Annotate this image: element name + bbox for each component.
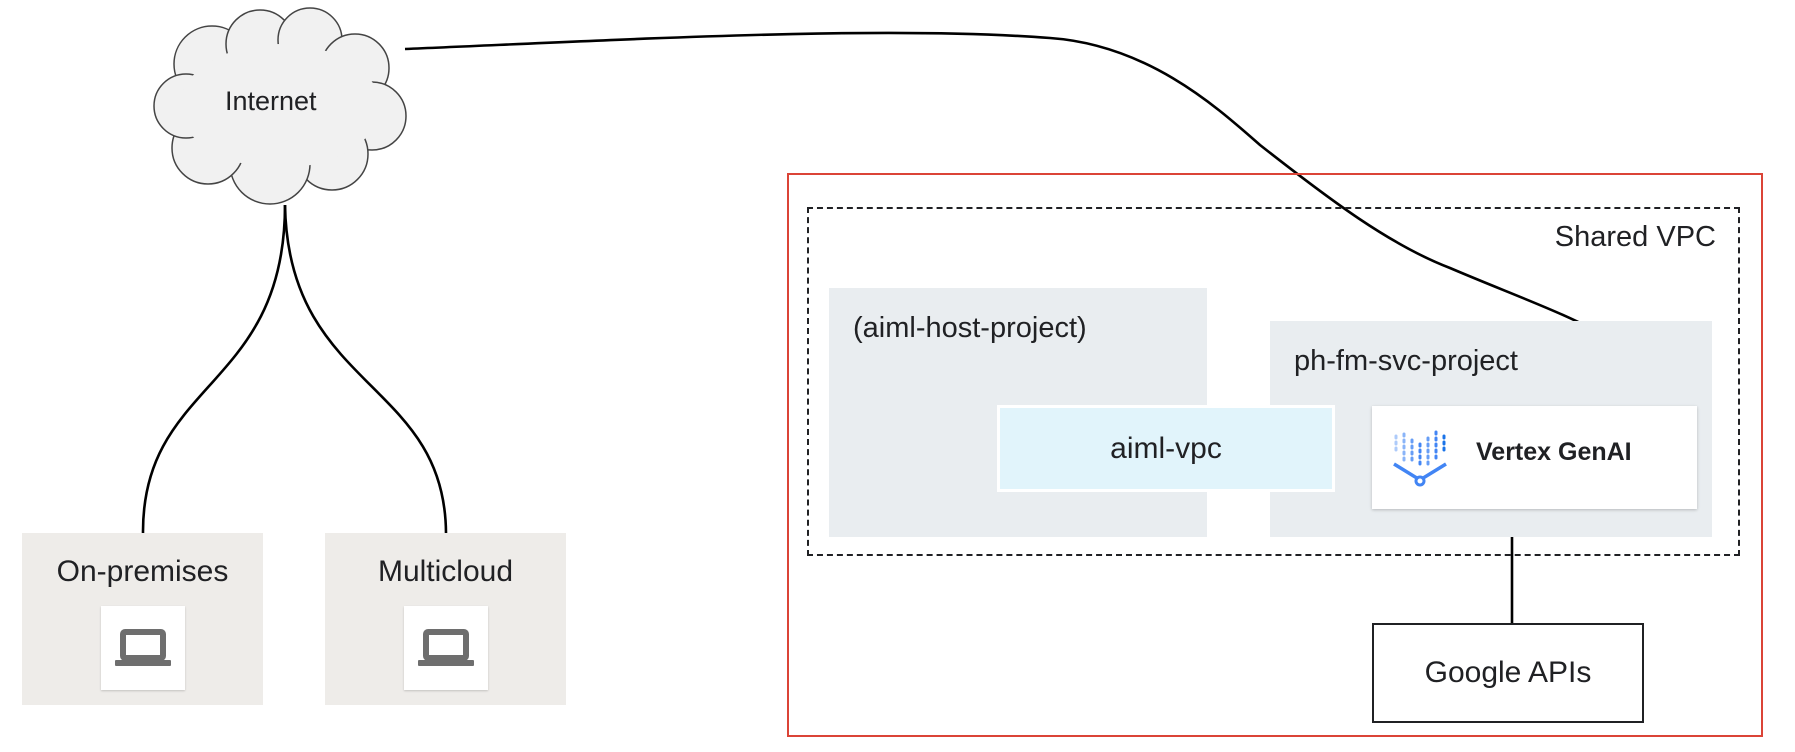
internet-to-multicloud-line (283, 204, 448, 534)
multicloud-site: Multicloud (325, 533, 566, 705)
onprem-label: On-premises (56, 555, 229, 588)
shared-vpc-label: Shared VPC (1554, 221, 1716, 253)
laptop-icon (115, 629, 171, 666)
service-project-label: ph-fm-svc-project (1294, 345, 1518, 377)
google-apis-label: Google APIs (1424, 656, 1592, 689)
vpc-label: aiml-vpc (1110, 431, 1222, 465)
laptop-icon (418, 629, 474, 666)
vertex-genai-label: Vertex GenAI (1476, 438, 1632, 466)
google-apis-box: Google APIs (1372, 623, 1644, 723)
multicloud-label: Multicloud (377, 555, 514, 588)
multicloud-laptop-card (404, 606, 488, 690)
shared-vpc-container: Shared VPC (807, 207, 1740, 556)
onprem-site: On-premises (22, 533, 263, 705)
host-project-label: (aiml-host-project) (853, 312, 1087, 344)
onprem-laptop-card (101, 606, 185, 690)
internet-to-vertex-line (404, 31, 1666, 403)
vertex-ai-icon (1393, 430, 1447, 487)
internet-label: Internet (225, 86, 317, 116)
project-boundary (787, 173, 1763, 737)
internet-to-onprem-line (141, 204, 287, 534)
vertex-genai-card: Vertex GenAI (1372, 406, 1697, 509)
vpc-box: aiml-vpc (997, 405, 1335, 492)
cloud-icon (153, 7, 407, 205)
